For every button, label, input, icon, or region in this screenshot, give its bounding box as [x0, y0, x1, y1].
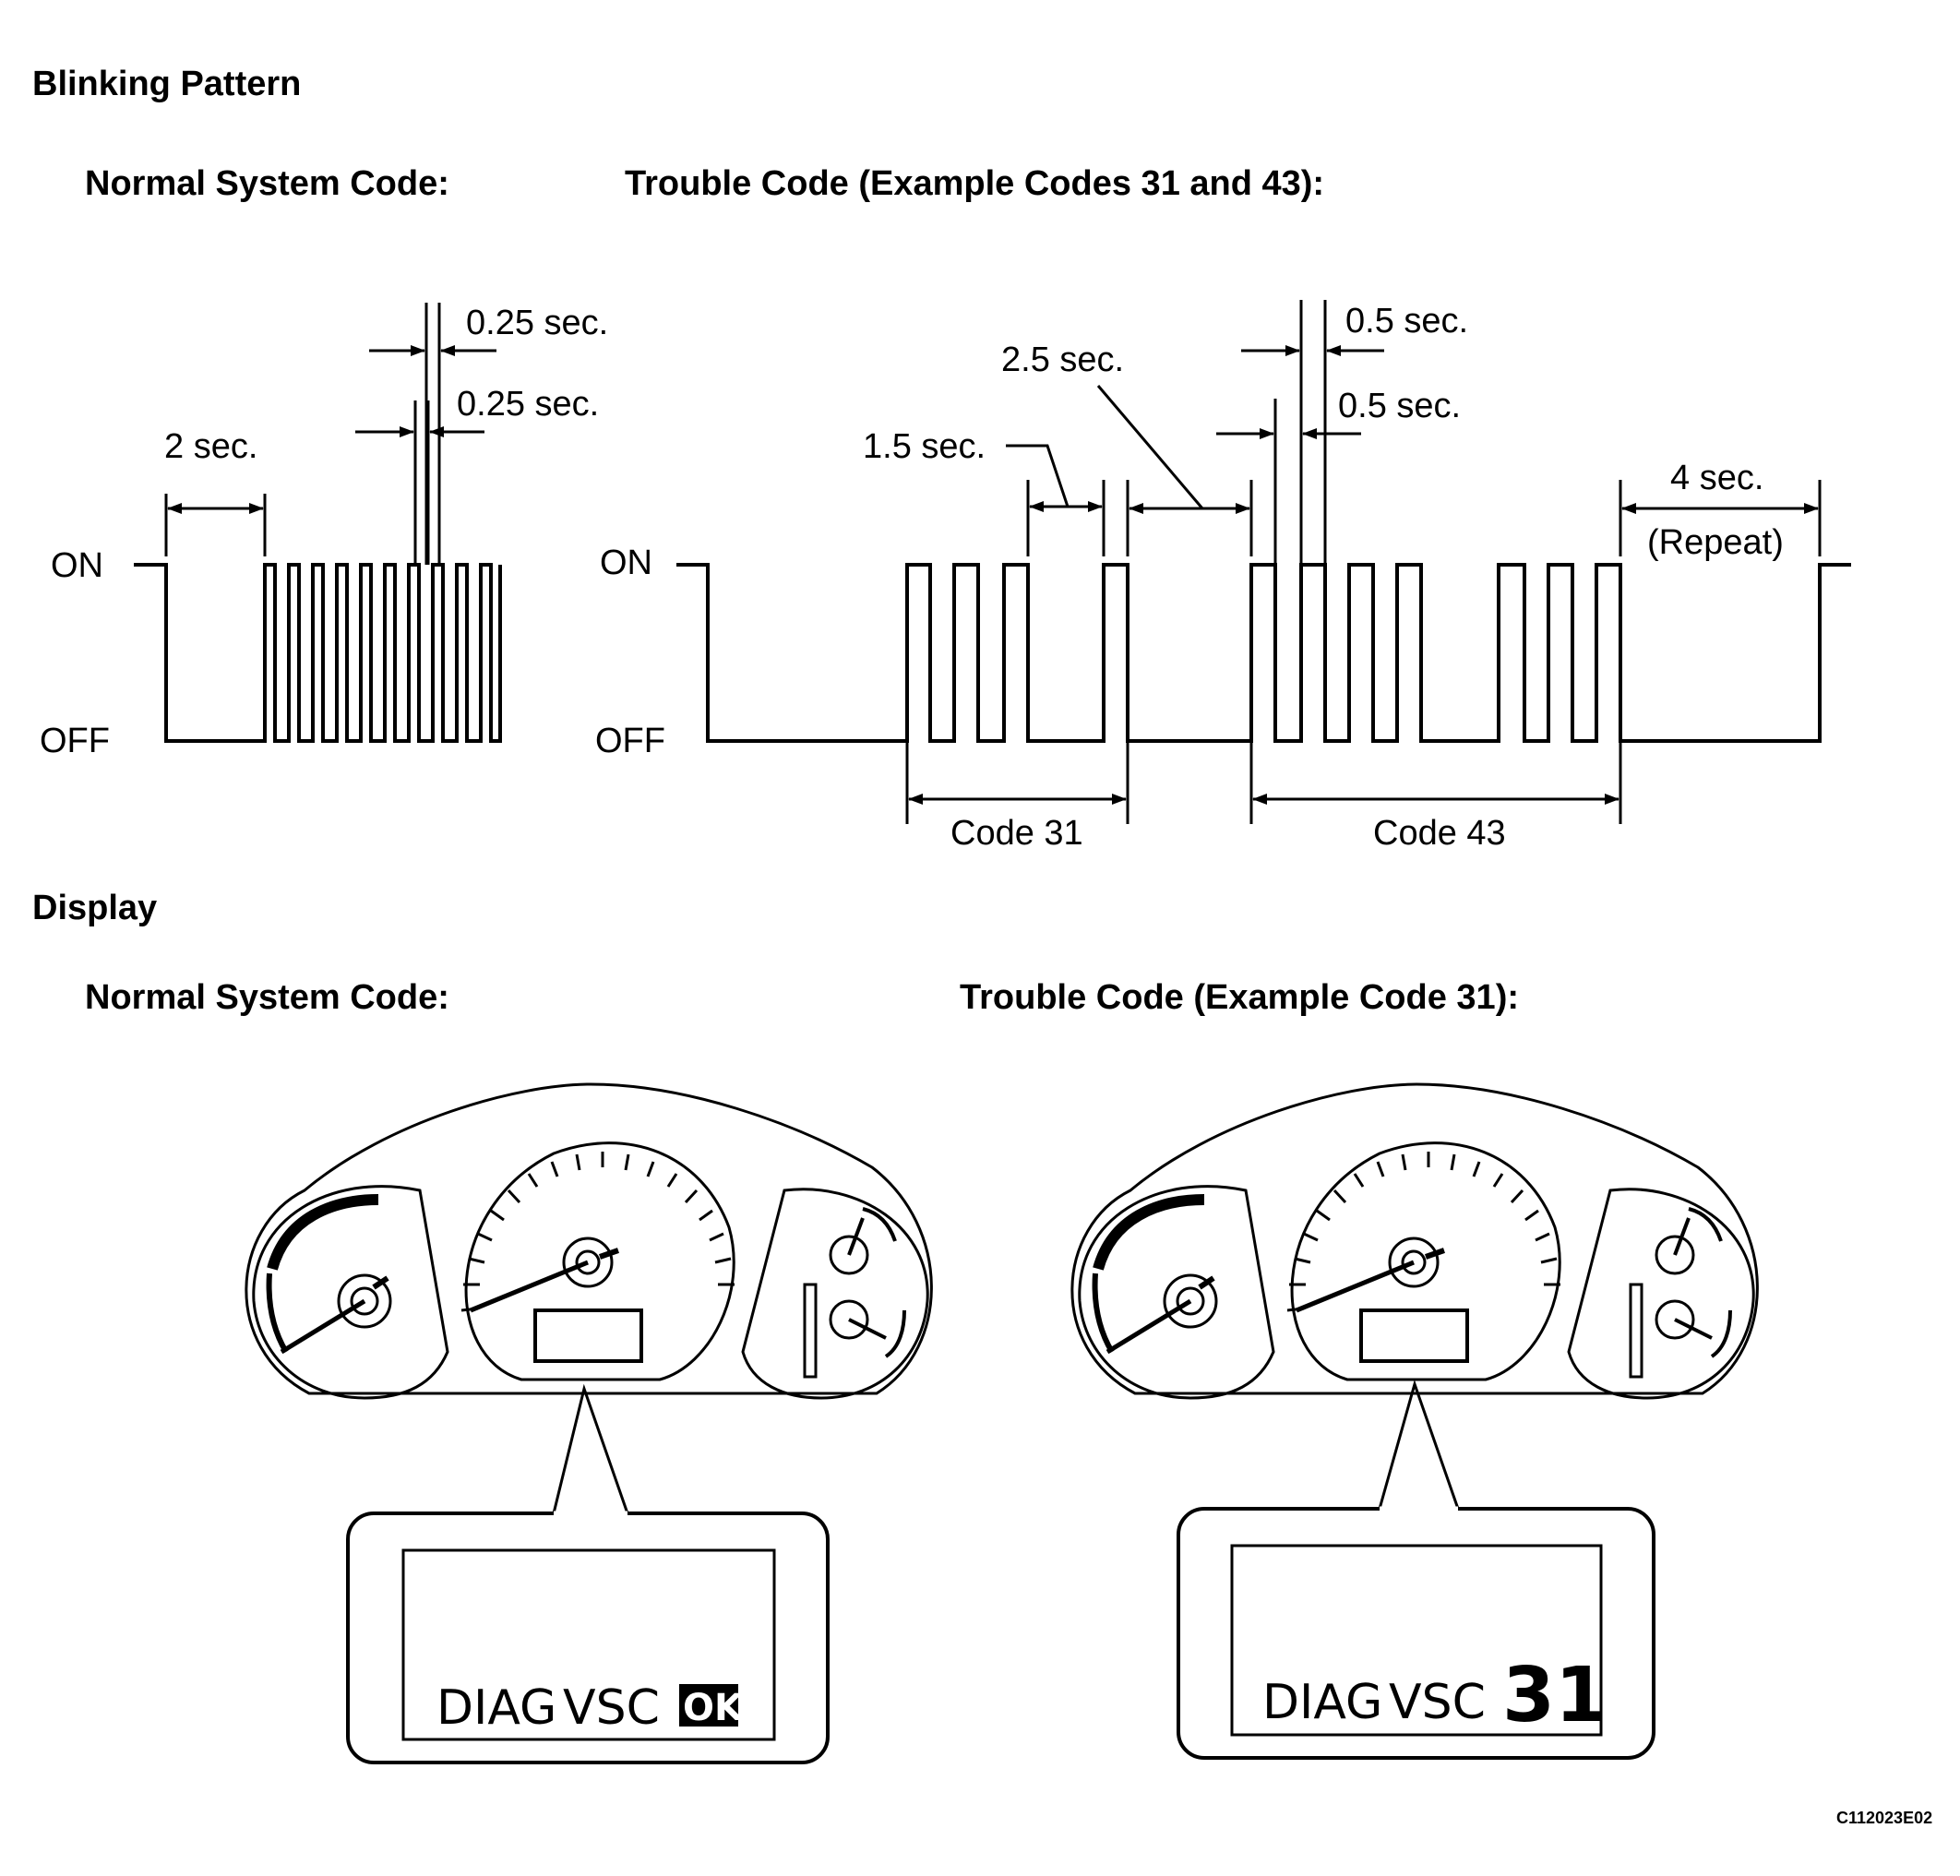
normal-lcd-vsc: VSC [563, 1680, 660, 1736]
trouble-lcd-diag: DIAG [1262, 1675, 1382, 1730]
code-a-label: Code 31 [950, 814, 1083, 853]
trouble-off-width-label: 0.5 sec. [1338, 387, 1461, 425]
display-normal-title: Normal System Code: [85, 978, 449, 1017]
normal-on-width-label: 0.25 sec. [466, 304, 608, 342]
code-brackets [905, 741, 1622, 824]
normal-off-width-label: 0.25 sec. [457, 385, 599, 424]
inter-code-dimension [1096, 385, 1253, 556]
normal-lcd-ok: OK [683, 1687, 745, 1729]
inter-digit-dimension [1006, 444, 1105, 556]
normal-on-label: ON [51, 546, 103, 585]
repeat-label: 4 sec. [1670, 459, 1763, 497]
normal-lcd-diag: DIAG [436, 1680, 556, 1736]
trouble-waveform [676, 563, 1851, 743]
trouble-off-label: OFF [595, 722, 665, 760]
inter-digit-label: 1.5 sec. [863, 427, 986, 466]
normal-pulse-dimensions [355, 303, 496, 565]
display-trouble-title: Trouble Code (Example Code 31): [960, 978, 1519, 1017]
trouble-lcd-vsc: VSC [1389, 1675, 1486, 1730]
trouble-code-title: Trouble Code (Example Codes 31 and 43): [625, 164, 1325, 203]
normal-code-title: Normal System Code: [85, 164, 449, 203]
blinking-pattern-heading: Blinking Pattern [32, 65, 302, 103]
repeat-note: (Repeat) [1647, 523, 1784, 562]
normal-off-label: OFF [40, 722, 110, 760]
normal-start-dimension [164, 494, 267, 556]
cluster-trouble [1070, 1082, 1759, 1760]
repeat-dimension [1619, 480, 1822, 556]
normal-start-label: 2 sec. [164, 427, 257, 466]
normal-lcd-ok-box [679, 1684, 738, 1727]
trouble-lcd-code: 31 [1502, 1652, 1607, 1739]
display-heading: Display [32, 889, 158, 927]
cluster-normal [245, 1082, 933, 1764]
trouble-on-label: ON [600, 544, 652, 582]
inter-code-label: 2.5 sec. [1001, 341, 1124, 379]
trouble-pulse-dimensions [1216, 300, 1384, 565]
trouble-on-width-label: 0.5 sec. [1345, 302, 1468, 341]
figure-reference: C112023E02 [1836, 1809, 1933, 1827]
code-b-label: Code 43 [1373, 814, 1506, 853]
normal-waveform [134, 563, 502, 743]
